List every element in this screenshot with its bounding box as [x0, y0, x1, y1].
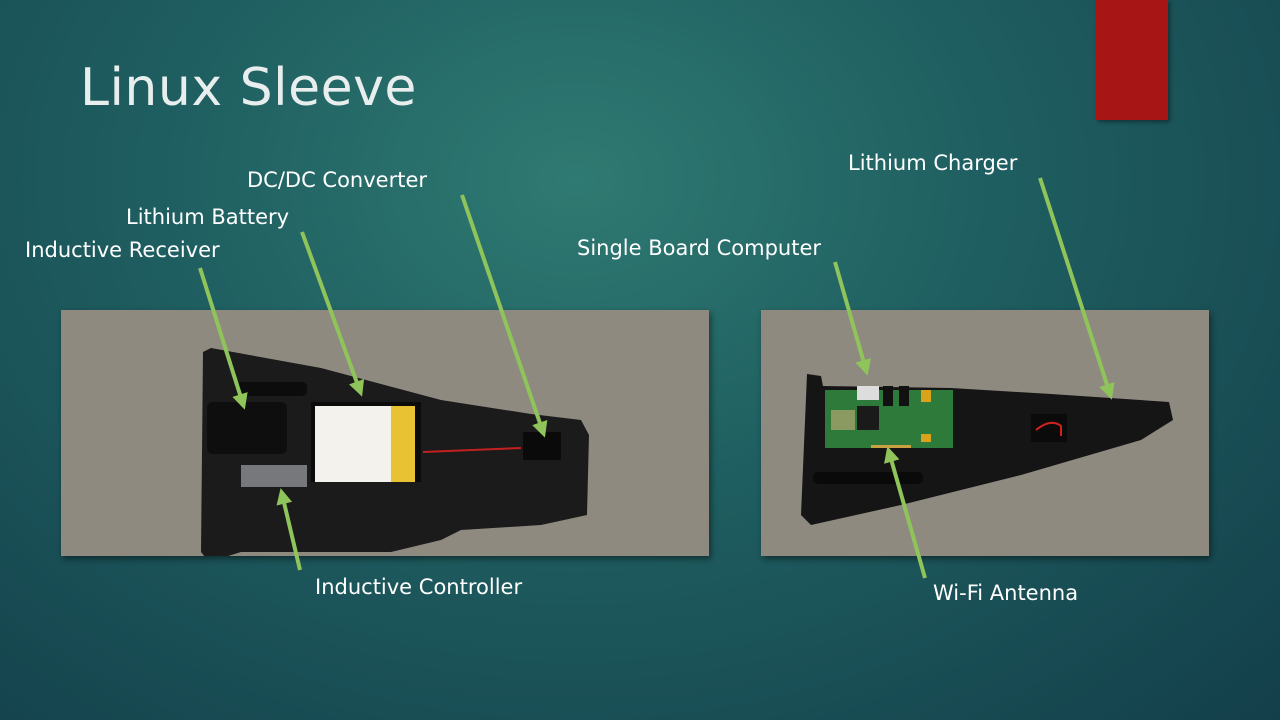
label-dcdc-converter: DC/DC Converter — [247, 168, 428, 192]
accent-bar — [1096, 0, 1168, 120]
slide-title: Linux Sleeve — [80, 58, 417, 118]
label-wifi-antenna: Wi-Fi Antenna — [933, 581, 1079, 605]
label-lithium-battery: Lithium Battery — [126, 205, 290, 229]
label-lithium-charger: Lithium Charger — [848, 151, 1018, 175]
label-inductive-receiver: Inductive Receiver — [25, 238, 220, 262]
label-single-board-computer: Single Board Computer — [577, 236, 822, 260]
label-inductive-controller: Inductive Controller — [315, 575, 523, 599]
photo-sleeve-open-computer-side — [761, 310, 1209, 556]
photo-sleeve-open-battery-side — [61, 310, 709, 556]
